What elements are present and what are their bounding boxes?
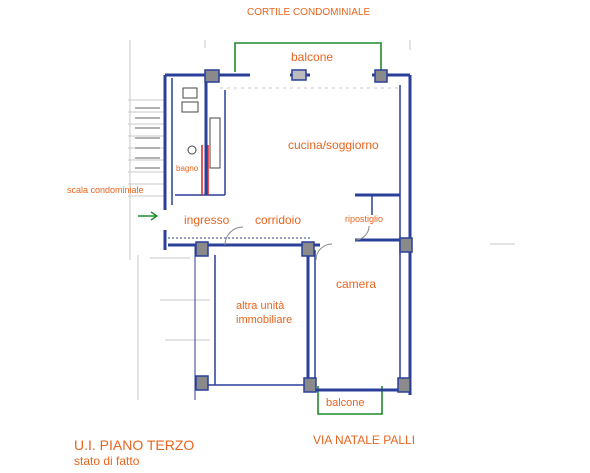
entry-arrow-icon [138, 211, 159, 221]
stairwell-label: scala condominiale [67, 185, 144, 195]
street-label: VIA NATALE PALLI [313, 433, 416, 447]
kitchen-living-label: cucina/soggiorno [288, 138, 379, 152]
balcony-top-outline [234, 42, 382, 72]
background-sketch [128, 40, 515, 400]
balcony-bottom-outline [317, 386, 383, 415]
balcony-bottom-label: balcone [326, 397, 365, 409]
other-unit-label-line2: immobiliare [236, 314, 293, 326]
storage-label: ripostiglio [345, 214, 384, 224]
entrance-label: ingresso [184, 213, 230, 227]
other-unit-label-line1: altra unità [236, 300, 285, 312]
corridor-label: corridoio [255, 213, 302, 227]
balcony-top-label: balcone [291, 50, 334, 64]
bathroom-label: bagno [176, 164, 199, 173]
pillars [195, 69, 413, 393]
kitchen-fixtures [181, 87, 221, 169]
courtyard-label: CORTILE CONDOMINIALE [247, 7, 371, 18]
page-title: U.I. PIANO TERZO [74, 437, 195, 453]
bedroom-label: camera [336, 277, 377, 291]
page-subtitle: stato di fatto [74, 454, 140, 468]
bathroom-accent [201, 145, 209, 195]
walls [163, 73, 412, 400]
stairs [135, 107, 160, 169]
door-swings [224, 225, 370, 261]
